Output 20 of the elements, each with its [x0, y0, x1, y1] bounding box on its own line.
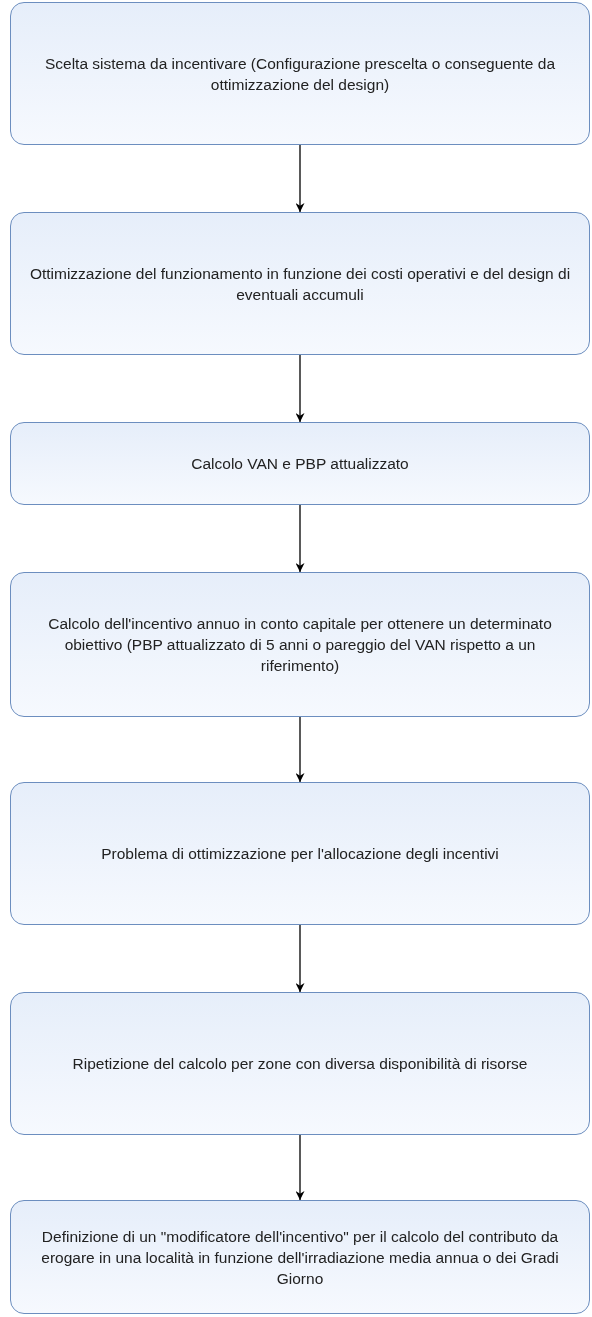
step-text: Problema di ottimizzazione per l'allocazione degli incentivi: [101, 844, 499, 864]
process-box: [10, 2, 590, 145]
process-box: [10, 992, 590, 1135]
arrow: [295, 144, 305, 213]
arrow: [295, 1134, 305, 1201]
process-box: [10, 782, 590, 925]
process-box: [10, 1200, 590, 1314]
process-box: [10, 212, 590, 355]
step-text: Ottimizzazione del funzionamento in funzione dei costi operativi e del design di eventuali accumuli: [29, 263, 571, 305]
process-box: [10, 572, 590, 717]
step-text: Ripetizione del calcolo per zone con diversa disponibilità di risorse: [72, 1054, 528, 1074]
step-text: Calcolo VAN e PBP attualizzato: [191, 454, 409, 474]
process-box: [10, 422, 590, 505]
arrow: [295, 716, 305, 783]
step-text: Definizione di un "modificatore dell'incentivo" per il calcolo del contributo da erogare in una località in funzione dell'irradiazione media annua o dei Gradi Giorno: [40, 1226, 560, 1289]
arrow: [295, 354, 305, 423]
arrow: [295, 504, 305, 573]
step-text: Calcolo dell'incentivo annuo in conto capitale per ottenere un determinato obiettivo (PBP attualizzato di 5 anni o pareggio del VAN rispetto a un riferimento): [47, 614, 553, 676]
step-text: Scelta sistema da incentivare (Configurazione prescelta o conseguente da ottimizzazione del design): [43, 53, 557, 95]
arrow: [295, 924, 305, 993]
